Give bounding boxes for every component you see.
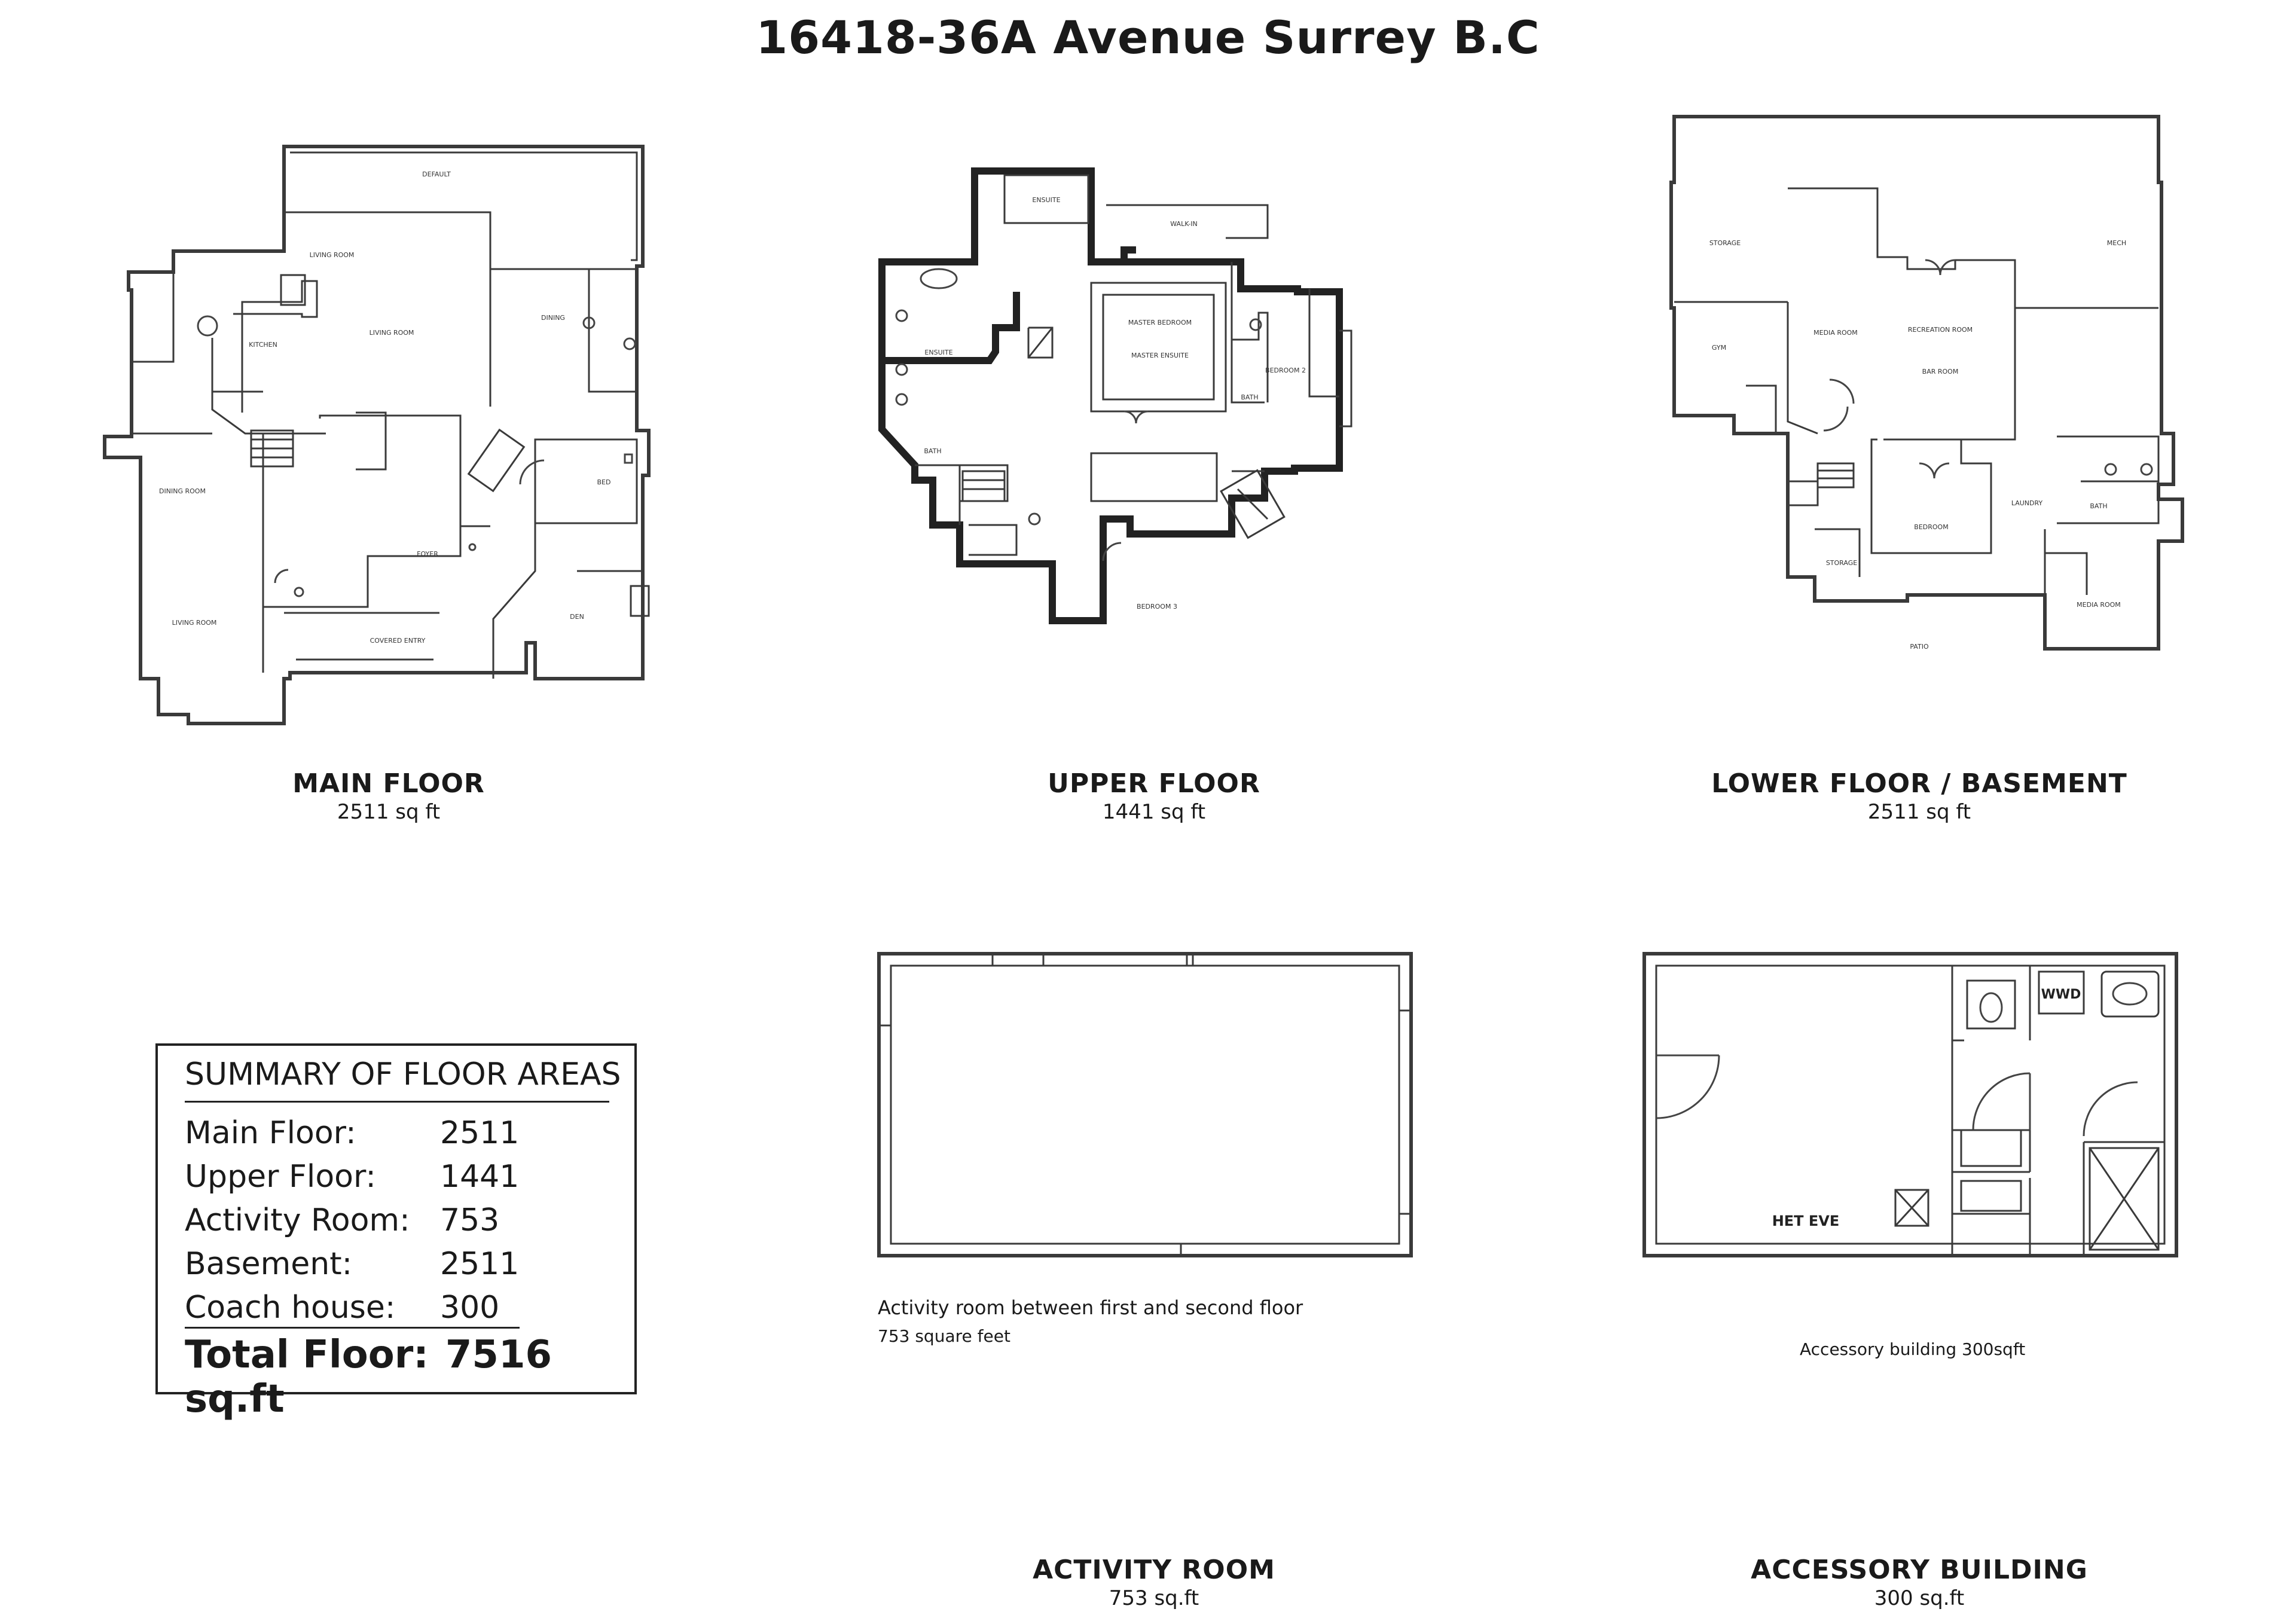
svg-text:BATH: BATH	[1241, 393, 1258, 401]
svg-text:MEDIA ROOM: MEDIA ROOM	[2077, 601, 2121, 609]
main-floor-plan: DEFAULT LIVING ROOM LIVING ROOM DINING K…	[103, 145, 651, 725]
svg-text:LIVING ROOM: LIVING ROOM	[310, 251, 355, 259]
lower-floor-plan: STORAGE MECH GYM MEDIA ROOM RECREATION R…	[1669, 115, 2184, 651]
activity-room-area: 753 sq.ft	[1109, 1586, 1199, 1610]
activity-room-walls	[877, 952, 1413, 1257]
upper-floor-caption: UPPER FLOOR 1441 sq ft	[981, 768, 1327, 824]
summary-row: Basement: 2511	[185, 1243, 615, 1286]
svg-text:BAR ROOM: BAR ROOM	[1922, 368, 1959, 376]
accessory-room-label: HET EVE	[1772, 1213, 1840, 1229]
svg-text:DINING ROOM: DINING ROOM	[159, 487, 206, 495]
svg-text:PATIO: PATIO	[1910, 643, 1929, 651]
summary-total-label: Total Floor:	[185, 1333, 429, 1377]
svg-text:MECH: MECH	[2107, 239, 2126, 247]
svg-text:BATH: BATH	[2090, 502, 2107, 510]
accessory-wwd-label: WWD	[2041, 987, 2081, 1002]
svg-text:LIVING ROOM: LIVING ROOM	[172, 619, 217, 627]
summary-row-label: Activity Room:	[185, 1202, 410, 1238]
main-floor-walls	[103, 145, 651, 725]
svg-text:STORAGE: STORAGE	[1826, 559, 1857, 567]
upper-floor-plan: ENSUITE WALK-IN MASTER BEDROOM MASTER EN…	[878, 167, 1352, 624]
summary-row: Main Floor: 2511	[185, 1112, 615, 1155]
main-floor-room-labels: DEFAULT LIVING ROOM LIVING ROOM DINING K…	[159, 170, 610, 645]
svg-text:BED: BED	[597, 478, 611, 486]
svg-text:BEDROOM 3: BEDROOM 3	[1137, 603, 1177, 610]
summary-row-value: 1441	[440, 1159, 520, 1195]
floor-area-summary: SUMMARY OF FLOOR AREAS Main Floor: 2511 U…	[155, 1043, 637, 1421]
activity-room-plan	[877, 952, 1413, 1257]
activity-room-caption: ACTIVITY ROOM 753 sq.ft	[981, 1555, 1327, 1610]
lower-floor-area: 2511 sq ft	[1867, 800, 1971, 824]
accessory-building-walls	[1642, 952, 2178, 1257]
lower-floor-room-labels: STORAGE MECH GYM MEDIA ROOM RECREATION R…	[1709, 239, 2126, 651]
svg-text:ENSUITE: ENSUITE	[924, 349, 952, 356]
main-floor-name: MAIN FLOOR	[292, 768, 485, 799]
activity-room-name: ACTIVITY ROOM	[1033, 1555, 1275, 1585]
summary-row-label: Main Floor:	[185, 1115, 356, 1151]
summary-total-rule	[185, 1327, 520, 1329]
summary-rows: Main Floor: 2511 Upper Floor: 1441 Activit…	[185, 1112, 615, 1330]
accessory-building-caption: ACCESSORY BUILDING 300 sq.ft	[1710, 1555, 2129, 1610]
summary-total: Total Floor:7516 sq.ft	[185, 1333, 634, 1421]
summary-row-value: 2511	[440, 1115, 520, 1151]
svg-text:BEDROOM: BEDROOM	[1914, 523, 1948, 531]
summary-row-value: 753	[440, 1202, 500, 1238]
svg-text:DEN: DEN	[570, 613, 584, 621]
svg-text:MEDIA ROOM: MEDIA ROOM	[1813, 329, 1858, 337]
summary-row-label: Basement:	[185, 1246, 353, 1282]
upper-floor-walls	[878, 167, 1352, 624]
svg-text:LIVING ROOM: LIVING ROOM	[370, 329, 414, 337]
svg-text:DINING: DINING	[541, 314, 565, 322]
summary-row: Activity Room: 753	[185, 1199, 615, 1243]
page-title: 16418-36A Avenue Surrey B.C	[756, 11, 1540, 64]
accessory-building-note: Accessory building 300sqft	[1800, 1339, 2026, 1359]
svg-text:BATH: BATH	[924, 447, 941, 455]
lower-floor-walls	[1669, 115, 2184, 651]
main-floor-caption: MAIN FLOOR 2511 sq ft	[215, 768, 562, 824]
summary-row: Coach house: 300	[185, 1286, 615, 1330]
svg-text:FOYER: FOYER	[417, 550, 438, 558]
main-floor-area: 2511 sq ft	[337, 800, 441, 824]
summary-row: Upper Floor: 1441	[185, 1155, 615, 1199]
main-floor-fixtures	[197, 274, 650, 617]
svg-text:KITCHEN: KITCHEN	[249, 341, 277, 349]
summary-heading: SUMMARY OF FLOOR AREAS	[185, 1057, 621, 1092]
svg-text:ENSUITE: ENSUITE	[1032, 196, 1060, 204]
svg-text:GYM: GYM	[1712, 344, 1726, 352]
lower-floor-fixtures	[1816, 259, 2153, 489]
lower-floor-caption: LOWER FLOOR / BASEMENT 2511 sq ft	[1650, 768, 2188, 824]
upper-floor-fixtures	[895, 268, 1286, 561]
summary-total-value: 7516 sq.ft	[185, 1333, 552, 1421]
activity-room-note: Activity room between first and second f…	[878, 1296, 1303, 1319]
activity-room-note-area: 753 square feet	[878, 1326, 1010, 1346]
summary-heading-rule	[185, 1101, 609, 1103]
svg-text:LAUNDRY: LAUNDRY	[2011, 499, 2043, 507]
accessory-building-name: ACCESSORY BUILDING	[1751, 1555, 2088, 1585]
summary-row-value: 300	[440, 1290, 500, 1326]
svg-text:BEDROOM 2: BEDROOM 2	[1265, 367, 1306, 374]
svg-text:MASTER BEDROOM: MASTER BEDROOM	[1128, 319, 1192, 326]
upper-floor-name: UPPER FLOOR	[1048, 768, 1260, 799]
svg-text:WALK-IN: WALK-IN	[1170, 220, 1197, 228]
accessory-building-plan: WWD HET EVE	[1642, 952, 2178, 1257]
summary-row-label: Upper Floor:	[185, 1159, 376, 1195]
summary-row-value: 2511	[440, 1246, 520, 1282]
lower-floor-name: LOWER FLOOR / BASEMENT	[1711, 768, 2127, 799]
summary-row-label: Coach house:	[185, 1290, 396, 1326]
accessory-building-fixtures	[1656, 970, 2160, 1251]
accessory-building-area: 300 sq.ft	[1874, 1586, 1965, 1610]
svg-text:STORAGE: STORAGE	[1709, 239, 1741, 247]
svg-text:MASTER ENSUITE: MASTER ENSUITE	[1131, 352, 1189, 359]
svg-text:COVERED ENTRY: COVERED ENTRY	[370, 637, 426, 645]
svg-text:DEFAULT: DEFAULT	[422, 170, 451, 178]
svg-text:RECREATION ROOM: RECREATION ROOM	[1908, 326, 1973, 334]
upper-floor-room-labels: ENSUITE WALK-IN MASTER BEDROOM MASTER EN…	[924, 196, 1306, 610]
upper-floor-area: 1441 sq ft	[1102, 800, 1206, 824]
